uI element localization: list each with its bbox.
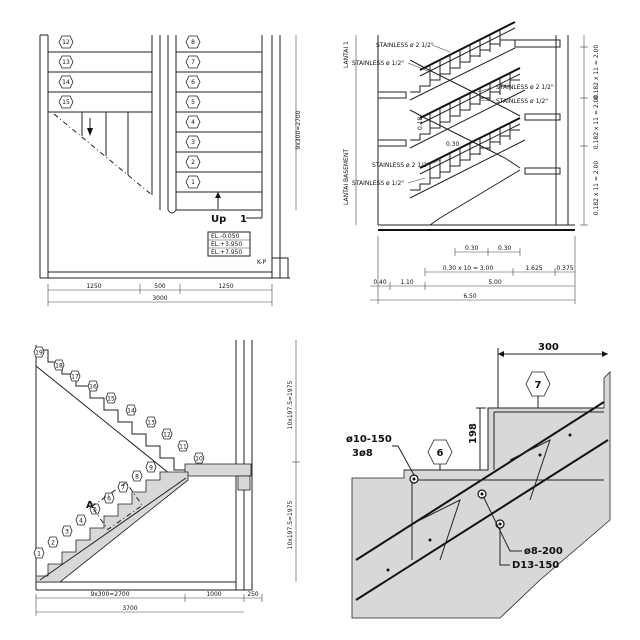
right-dim-3: 0.182 x 11 = 2.00 — [593, 161, 600, 216]
section-step-17: 17 — [71, 374, 79, 381]
plan-step-8: 8 — [191, 39, 195, 46]
section-step-12: 12 — [163, 432, 171, 439]
section-step-9: 9 — [149, 465, 153, 472]
level-bottom: LANTAI BASEMENT — [343, 149, 350, 205]
section-step-4: 4 — [79, 518, 83, 525]
elevation-2: EL.+3.950 — [211, 241, 242, 248]
dim-row2-a: 0.30 x 10 = 3.00 — [443, 265, 494, 272]
section-step-19: 19 — [35, 350, 43, 357]
grid-label: K-P — [257, 259, 266, 266]
section-step-6: 6 — [107, 496, 111, 503]
plan-step-13: 13 — [62, 59, 70, 66]
section-total: 6.50 — [463, 293, 477, 300]
right-dim-1: 0.182 x 11 = 2.00 — [593, 45, 600, 100]
rebar-callout-4: D13-150 — [512, 560, 559, 571]
dim-018: 0.18 — [417, 116, 424, 130]
plan-step-12: 12 — [62, 39, 70, 46]
dim-row1-b: 0.30 — [498, 245, 512, 252]
dim-030: 0.30 — [446, 141, 460, 148]
plan-step-15: 15 — [62, 99, 70, 106]
plan-dim-1: 1250 — [86, 283, 101, 290]
section-step-14: 14 — [127, 408, 135, 415]
plan-vertical-dim: 9x300=2700 — [295, 110, 302, 149]
plan-step-1: 1 — [191, 179, 195, 186]
dim-row3-c: 5.00 — [488, 279, 502, 286]
plan-dim-3: 1250 — [218, 283, 233, 290]
callout-stainless-small-3: STAINLESS ø 1/2" — [352, 180, 404, 187]
section-step-10: 10 — [195, 456, 203, 463]
section-bottom-dim-2: 1000 — [206, 591, 221, 598]
callout-stainless-small-1: STAINLESS ø 1/2" — [352, 60, 404, 67]
dim-row2-c: 0.375 — [556, 265, 573, 272]
rebar-callout-3: ø8-200 — [524, 546, 563, 557]
callout-stainless-large-1: STAINLESS ø 2 1/2" — [376, 42, 434, 49]
up-number: 1 — [240, 214, 247, 225]
section-bottom-total: 3700 — [122, 605, 137, 612]
callout-stainless-small-2: STAINLESS ø 1/2" — [496, 98, 548, 105]
section-step-18: 18 — [55, 363, 63, 370]
up-label: Up — [211, 214, 226, 225]
plan-step-4: 4 — [191, 119, 195, 126]
dim-row3-a: 0.40 — [373, 279, 387, 286]
rebar-callout-1: ø10-150 — [346, 434, 392, 445]
dim-row1-a: 0.30 — [465, 245, 479, 252]
section-step-7: 7 — [121, 485, 125, 492]
section-step-3: 3 — [65, 529, 69, 536]
riser-dim: 198 — [468, 423, 479, 444]
plan-step-2: 2 — [191, 159, 195, 166]
section-right-dim-2: 10x197.5=1975 — [287, 500, 294, 549]
section-step-1: 1 — [37, 551, 41, 558]
plan-step-14: 14 — [62, 79, 70, 86]
detail-mark-a: A — [86, 500, 94, 511]
dim-row3-b: 1.10 — [400, 279, 414, 286]
plan-step-6: 6 — [191, 79, 195, 86]
section-bottom-dim-3: 250 — [247, 591, 259, 598]
stair-section: 1 2 3 4 5 6 7 8 9 10 11 12 13 1 — [33, 340, 300, 616]
dim-row2-b: 1.625 — [525, 265, 542, 272]
plan-step-5: 5 — [191, 99, 195, 106]
elevation-1: EL.-0.050 — [211, 233, 240, 240]
right-dim-2: 0.182 x 11 = 2.00 — [593, 95, 600, 150]
tread-dim: 300 — [538, 342, 559, 353]
section-bottom-dim-1: 9x300=2700 — [90, 591, 129, 598]
stair-plan: 12 13 14 15 8 7 6 5 4 3 2 1 Up 1 EL.-0.0… — [39, 34, 302, 306]
railing-section: LANTAI 1 LANTAI BASEMENT STAINLESS ø 2 1… — [343, 21, 600, 304]
elevation-3: EL.+7.950 — [211, 249, 242, 256]
section-step-2: 2 — [51, 540, 55, 547]
section-step-11: 11 — [179, 444, 187, 451]
plan-dim-total: 3000 — [152, 295, 167, 302]
callout-stainless-large-3: STAINLESS ø 2 1/2" — [372, 162, 430, 169]
section-step-13: 13 — [147, 420, 155, 427]
plan-step-3: 3 — [191, 139, 195, 146]
callout-stainless-large-2: STAINLESS ø 2 1/2" — [496, 84, 554, 91]
section-step-15: 15 — [107, 396, 115, 403]
rebar-callout-2: 3ø8 — [352, 448, 373, 459]
level-top: LANTAI 1 — [343, 41, 350, 68]
section-step-8: 8 — [135, 474, 139, 481]
detail-step-6: 6 — [437, 448, 444, 459]
section-step-5: 5 — [93, 507, 97, 514]
section-right-dim-1: 10x197.5=1975 — [287, 380, 294, 429]
plan-dim-2: 500 — [154, 283, 166, 290]
section-step-16: 16 — [89, 384, 97, 391]
plan-step-7: 7 — [191, 59, 195, 66]
detail-step-7: 7 — [535, 380, 542, 391]
rebar-detail: 300 198 7 6 ø10-150 3ø8 ø8-200 D13-150 — [346, 342, 611, 619]
